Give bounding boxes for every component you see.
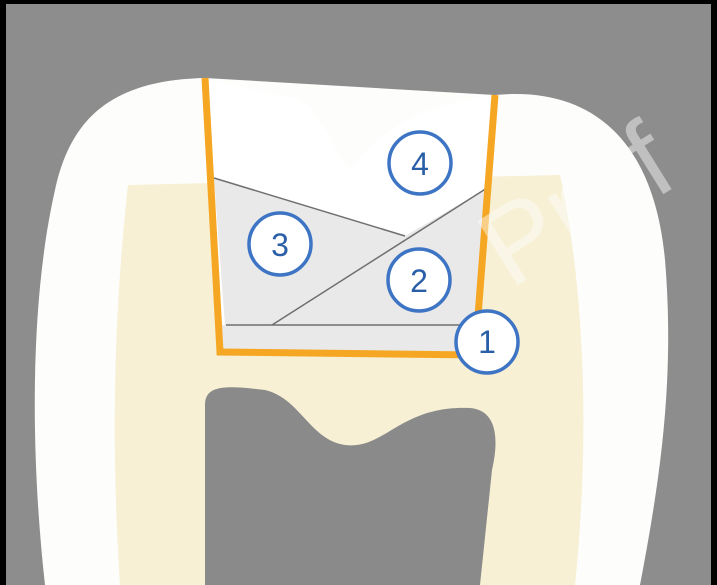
layer-marker-4: 4 bbox=[389, 132, 451, 194]
layer-label-4: 4 bbox=[411, 146, 429, 182]
layer-label-3: 3 bbox=[271, 227, 289, 263]
layer-marker-3: 3 bbox=[249, 213, 311, 275]
layer-marker-2: 2 bbox=[388, 249, 450, 311]
layer-1-increment bbox=[222, 325, 478, 352]
layer-marker-1: 1 bbox=[456, 311, 518, 373]
layer-label-1: 1 bbox=[478, 324, 496, 360]
layer-label-2: 2 bbox=[410, 263, 428, 299]
